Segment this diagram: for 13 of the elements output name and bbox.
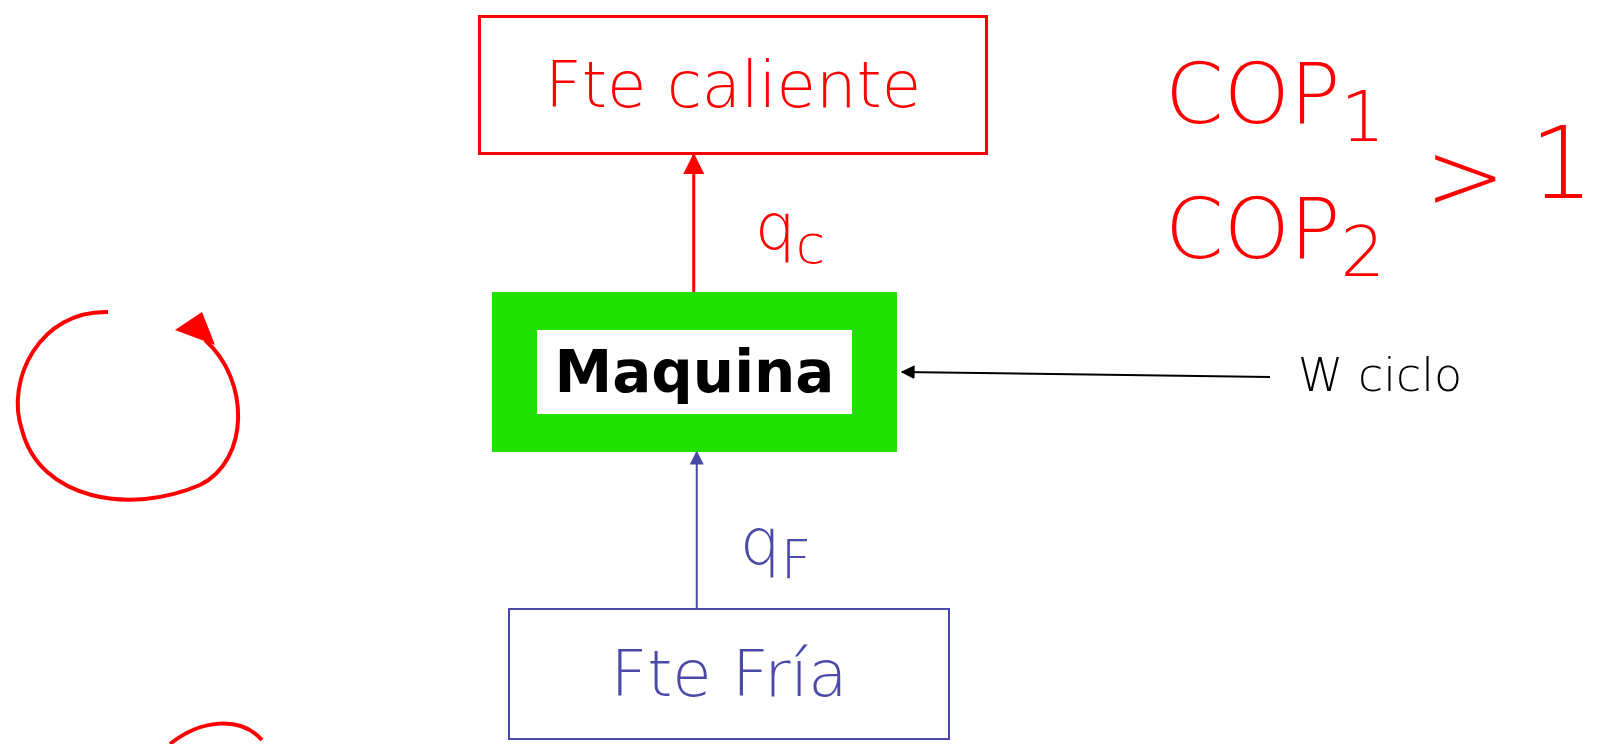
arrow — [689, 450, 704, 609]
comparison-sign: > — [1425, 120, 1506, 232]
formula-text: COP$_{2}$ — [1165, 180, 1385, 293]
formula-text: 1 — [1530, 105, 1594, 222]
source-label: Fte caliente — [545, 48, 921, 122]
formula-text: COP$_{1}$ — [1165, 45, 1385, 158]
machine-box — [492, 292, 897, 452]
work-label: W ciclo — [1297, 348, 1463, 402]
heat-source-box — [478, 15, 988, 155]
arrow — [900, 365, 1271, 380]
machine-label: Maquina — [536, 330, 853, 414]
cold-source-box — [508, 608, 950, 740]
source-label: Fte Fría — [610, 637, 848, 711]
